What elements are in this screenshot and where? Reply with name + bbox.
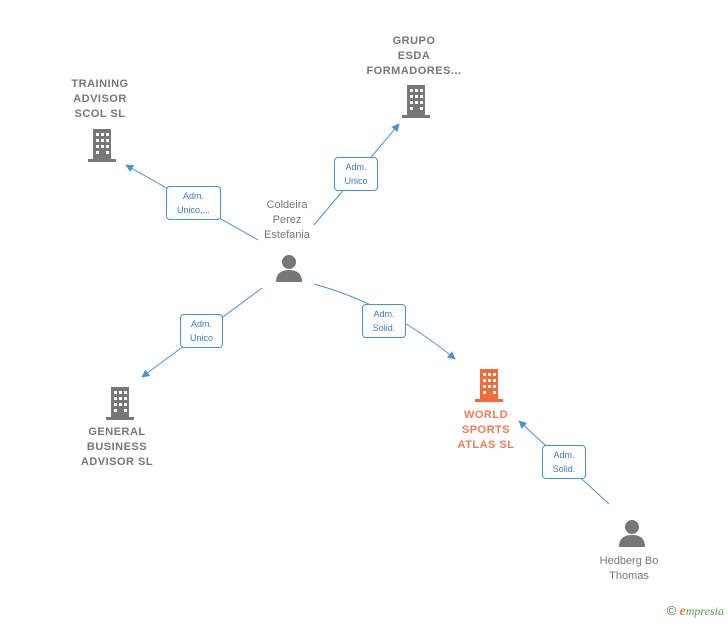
- label-line: ADVISOR SL: [80, 456, 154, 468]
- brand-logo-initial: e: [679, 604, 686, 619]
- copyright-symbol: ©: [666, 603, 677, 618]
- edge-label-role[interactable]: Adm. Solid.: [542, 445, 586, 479]
- edge-label-line: Unico: [344, 176, 368, 186]
- label-line: TRAINING: [71, 78, 129, 90]
- person-label-hedberg[interactable]: Hedberg Bo Thomas: [579, 554, 679, 584]
- label-line: Estefania: [264, 229, 310, 241]
- company-label-world-sports[interactable]: WORLD SPORTS ATLAS SL: [436, 408, 536, 453]
- building-icon[interactable]: [400, 84, 432, 118]
- building-icon[interactable]: [86, 128, 118, 162]
- edge-label-role[interactable]: Adm. Solid.: [362, 304, 406, 338]
- empresia-watermark: © empresia: [667, 603, 724, 620]
- label-line: FORMADORES...: [366, 65, 462, 77]
- person-icon[interactable]: [274, 253, 304, 283]
- edge-label-line: Unico,...: [176, 205, 210, 215]
- edge-label-line: Solid.: [372, 323, 396, 333]
- edge-label-line: Adm.: [373, 309, 395, 319]
- label-line: Thomas: [609, 570, 649, 582]
- label-line: SPORTS: [461, 424, 511, 436]
- edge-label-line: Unico: [189, 333, 213, 343]
- building-icon[interactable]: [473, 368, 505, 402]
- company-label-training-advisor[interactable]: TRAINING ADVISOR SCOL SL: [50, 77, 150, 122]
- edge-label-line: Adm.: [345, 162, 367, 172]
- person-icon[interactable]: [617, 518, 647, 548]
- edge-label-line: Adm.: [182, 191, 204, 201]
- edge-label-role[interactable]: Adm. Unico: [180, 314, 223, 348]
- person-label-coldeira[interactable]: Coldeira Perez Estefania: [237, 198, 337, 243]
- label-line: Coldeira: [266, 199, 308, 211]
- edge-label-line: Adm.: [190, 319, 212, 329]
- label-line: Hedberg Bo: [599, 555, 659, 567]
- edge-label-role[interactable]: Adm. Unico,...: [166, 186, 221, 220]
- label-line: SCOL SL: [74, 108, 126, 120]
- label-line: ADVISOR: [73, 93, 127, 105]
- label-line: WORLD: [463, 409, 509, 421]
- edge-label-line: Adm.: [553, 450, 575, 460]
- edge-label-role[interactable]: Adm. Unico: [334, 157, 378, 191]
- brand-logo-text: mpresia: [685, 604, 724, 618]
- label-line: GENERAL: [88, 426, 146, 438]
- company-label-general-business[interactable]: GENERAL BUSINESS ADVISOR SL: [62, 425, 172, 470]
- building-icon[interactable]: [104, 386, 136, 420]
- label-line: Perez: [272, 214, 302, 226]
- company-label-grupo-esda[interactable]: GRUPO ESDA FORMADORES...: [354, 34, 474, 79]
- edge-label-line: Solid.: [552, 464, 576, 474]
- label-line: ATLAS SL: [457, 439, 515, 451]
- label-line: GRUPO: [392, 35, 436, 47]
- label-line: ESDA: [397, 50, 431, 62]
- label-line: BUSINESS: [86, 441, 148, 453]
